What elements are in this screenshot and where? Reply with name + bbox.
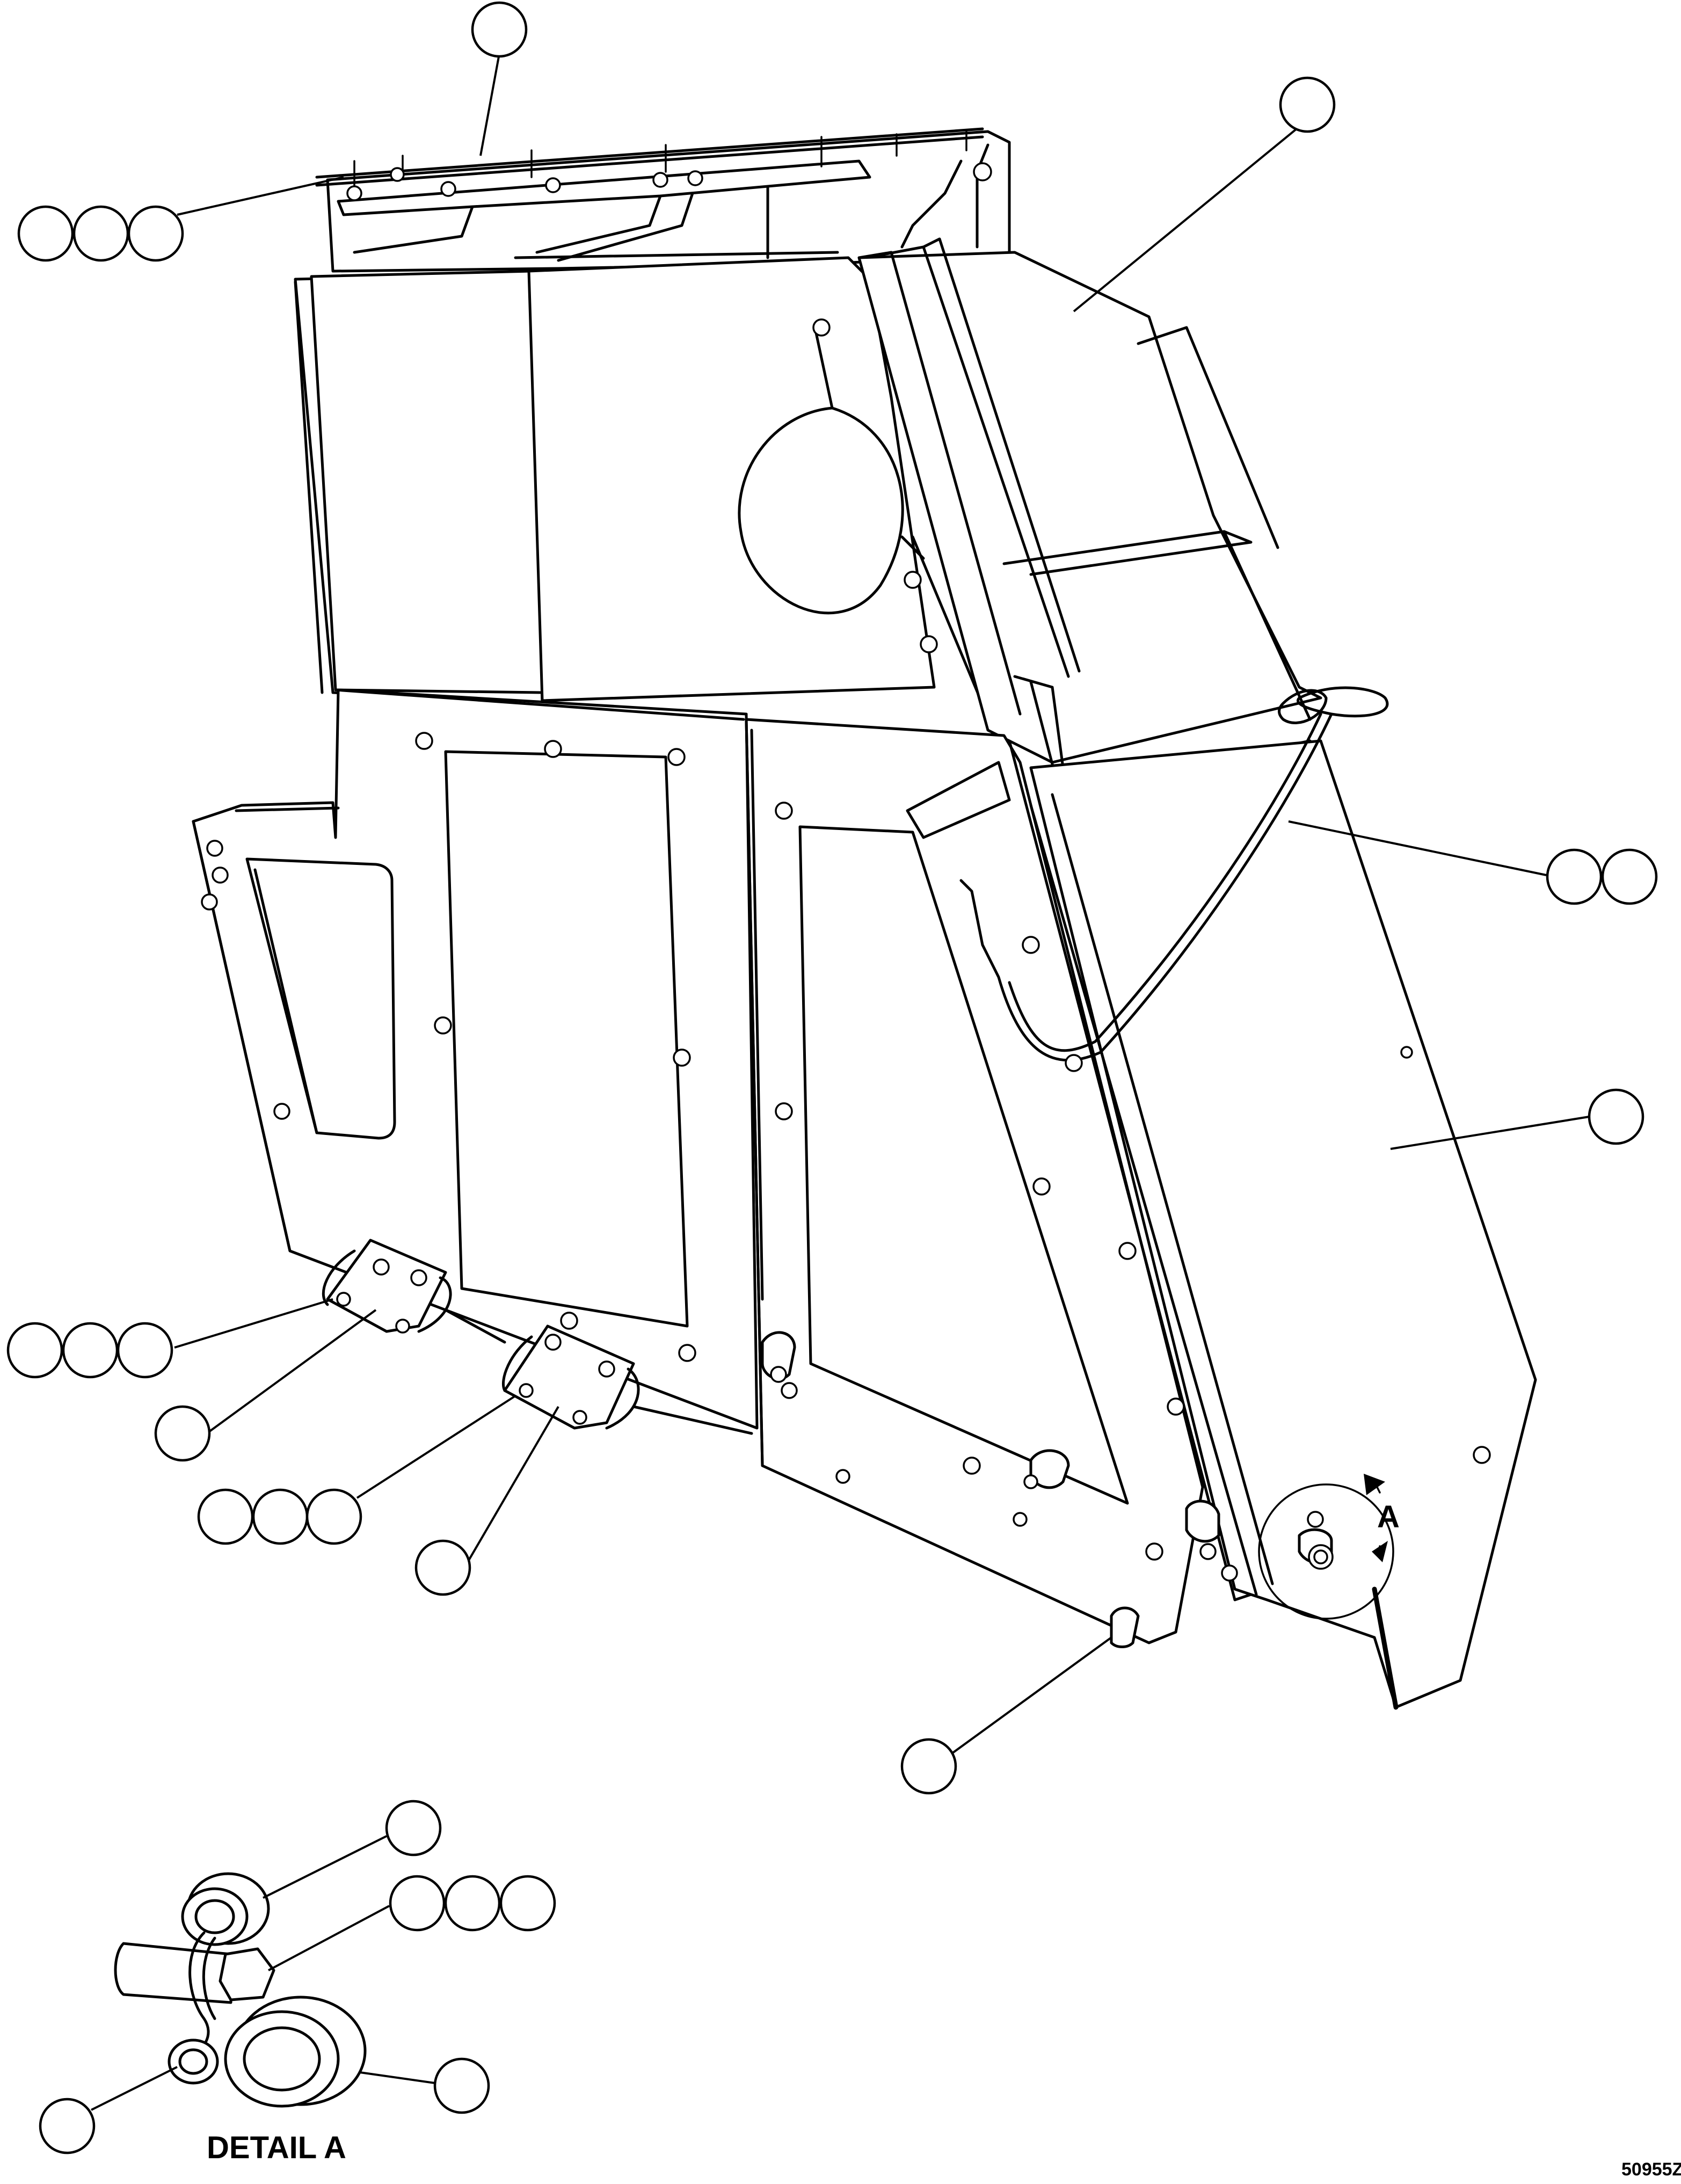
callout-bubble: [17, 205, 74, 262]
callout-bubble: [39, 2098, 96, 2154]
view-marker-a: A: [1377, 1499, 1400, 1534]
detail-a-enlargement: DETAIL A: [39, 1800, 556, 2165]
drawing-number: 50955Z: [1621, 2159, 1681, 2180]
callout-bubble: [197, 1488, 254, 1545]
callout-bubble: [62, 1322, 119, 1379]
callout-bubble: [444, 1875, 501, 1932]
safety-cable: [981, 686, 1389, 1062]
bottom-bracket-left: [322, 1239, 452, 1334]
callout-bubble: [414, 1539, 471, 1596]
callout-bubble: [389, 1875, 446, 1932]
callout-bubble: [252, 1488, 309, 1545]
callout-bubble: [471, 1, 528, 58]
callout-bubble: [127, 205, 184, 262]
callout-bubble: [1546, 848, 1603, 905]
callout-bubble: [72, 205, 129, 262]
lower-left-panel: [192, 688, 759, 1430]
callout-bubble: [154, 1405, 211, 1462]
detail-a-circle: A: [1258, 1474, 1400, 1620]
callout-bubbles: [6, 1, 1658, 1795]
callout-bubble: [1588, 1088, 1644, 1145]
bottom-bracket-right: [444, 1308, 753, 1435]
callout-bubble: [1601, 848, 1658, 905]
rail-bolts: [346, 130, 992, 201]
callout-bubble: [900, 1738, 957, 1795]
callout-bubble: [117, 1322, 173, 1379]
callout-bubble: [6, 1322, 63, 1379]
edge-clips: [761, 1331, 1238, 1648]
callout-bubble: [433, 2057, 490, 2114]
panel-bolts: [201, 318, 1491, 1561]
callout-bubble: [305, 1488, 362, 1545]
leader-lines: [174, 53, 1590, 1767]
callout-bubble: [1279, 76, 1336, 133]
upper-right-housing: [857, 237, 1322, 807]
upper-left-panel: [294, 270, 544, 705]
detail-a-label: DETAIL A: [207, 2130, 346, 2165]
callout-bubble: [499, 1875, 556, 1932]
top-mounting-rail: [315, 127, 1011, 273]
callout-bubble: [385, 1800, 442, 1857]
right-side-panel: [1029, 739, 1537, 1710]
upper-center-panel: [527, 256, 995, 732]
